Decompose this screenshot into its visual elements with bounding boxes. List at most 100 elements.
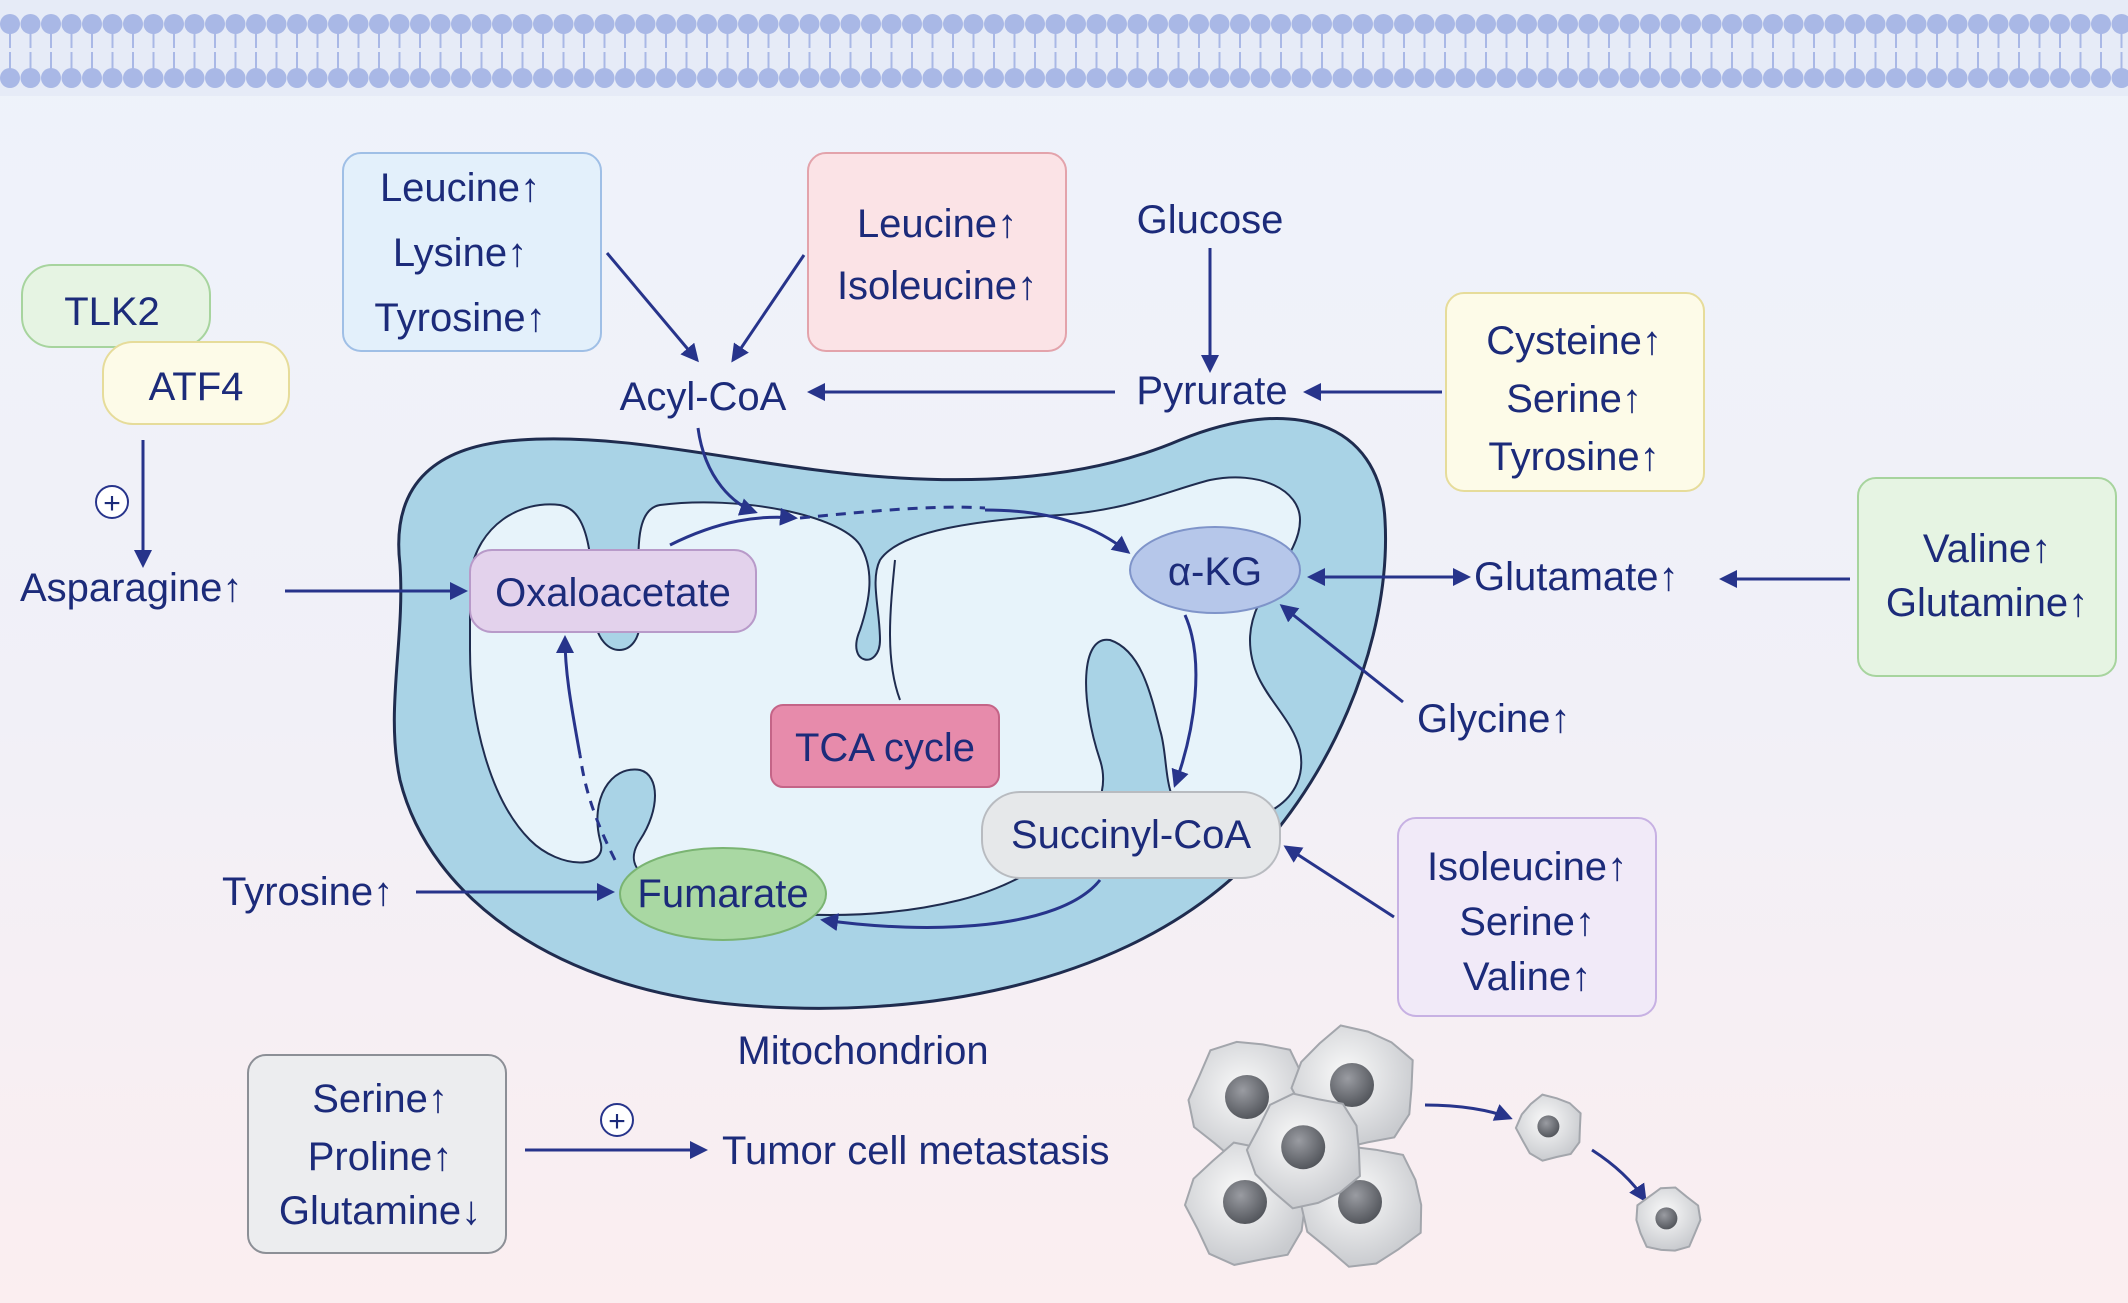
lipid-head <box>1517 14 1537 34</box>
lipid-head <box>1189 14 1209 34</box>
lipid-head <box>1701 68 1722 88</box>
arrows <box>134 248 1850 1203</box>
lipid-head <box>943 68 963 88</box>
lipid-head <box>1476 68 1496 88</box>
lipid-head <box>1271 14 1291 34</box>
lipid-head <box>1004 68 1025 88</box>
lipid-head <box>0 68 20 88</box>
lipid-head <box>1127 14 1148 34</box>
lipid-head <box>246 68 266 88</box>
lipid-head <box>840 68 861 88</box>
lipid-head <box>102 68 123 88</box>
lipid-head <box>656 68 676 88</box>
lipid-head <box>348 14 369 34</box>
tlk2-node: TLK2 <box>21 264 211 348</box>
lipid-head <box>2029 68 2050 88</box>
lipid-head <box>861 68 881 88</box>
lipid-head <box>1025 14 1045 34</box>
lipid-head <box>1537 14 1558 34</box>
svg-text:Leucine↑: Leucine↑ <box>857 202 1017 246</box>
lipid-head <box>1250 68 1271 88</box>
lipid-head <box>656 14 676 34</box>
lipid-head <box>307 68 328 88</box>
lipid-head <box>1271 68 1291 88</box>
lipid-head <box>902 14 922 34</box>
lipid-head <box>1394 68 1414 88</box>
cell-membrane <box>0 0 2128 96</box>
metastasis-label: Tumor cell metastasis <box>722 1129 1110 1173</box>
lipid-head <box>1291 68 1312 88</box>
box-purple: Isoleucine↑ Serine↑ Valine↑ <box>1397 817 1657 1017</box>
lipid-head <box>1189 68 1209 88</box>
lipid-head <box>594 14 615 34</box>
arrow-purple-to-succinyl <box>1283 845 1395 919</box>
atf4-node: ATF4 <box>102 341 290 425</box>
lipid-head <box>1968 68 1988 88</box>
lipid-head <box>1168 14 1189 34</box>
lipid-head <box>799 14 820 34</box>
lipid-head <box>82 68 102 88</box>
lipid-head <box>102 14 123 34</box>
lipid-head <box>61 68 82 88</box>
lipid-head <box>41 68 61 88</box>
lipid-head <box>389 14 410 34</box>
svg-text:Succinyl-CoA: Succinyl-CoA <box>1011 813 1251 857</box>
lipid-head <box>1517 68 1537 88</box>
lipid-head <box>676 68 697 88</box>
lipid-head <box>82 14 102 34</box>
lipid-head <box>184 68 205 88</box>
lipid-head <box>184 14 205 34</box>
lipid-head <box>1414 14 1435 34</box>
lipid-head <box>1640 14 1660 34</box>
lipid-head <box>225 14 246 34</box>
lipid-head <box>123 68 143 88</box>
lipid-head <box>594 68 615 88</box>
lipid-head <box>758 68 779 88</box>
lipid-head <box>451 68 471 88</box>
lipid-head <box>738 14 758 34</box>
asparagine-label: Asparagine↑ <box>20 566 242 610</box>
lipid-head <box>615 14 635 34</box>
svg-text:Lysine↑: Lysine↑ <box>393 231 527 275</box>
lipid-head <box>1558 68 1578 88</box>
lipid-head <box>20 68 41 88</box>
lipid-head <box>1927 68 1947 88</box>
svg-text:ATF4: ATF4 <box>149 365 244 409</box>
lipid-head <box>984 14 1004 34</box>
lipid-head <box>512 14 533 34</box>
svg-text:Glutamine↓: Glutamine↓ <box>279 1189 481 1233</box>
lipid-head <box>533 14 553 34</box>
lipid-head <box>1373 14 1394 34</box>
svg-text:Valine↑: Valine↑ <box>1923 527 2051 571</box>
lipid-head <box>143 68 164 88</box>
lipid-head <box>410 68 430 88</box>
box-red: Leucine↑ Isoleucine↑ <box>807 152 1067 352</box>
lipid-head <box>205 68 225 88</box>
lipid-head <box>697 14 717 34</box>
arrow-fumarate-up-dashed <box>578 754 617 861</box>
lipid-head <box>1824 14 1845 34</box>
lipid-head <box>1496 14 1517 34</box>
tyrosine-label: Tyrosine↑ <box>222 870 393 914</box>
lipid-head <box>861 14 881 34</box>
arrow-blue-to-acyl <box>605 252 699 363</box>
lipid-head <box>2091 68 2111 88</box>
arrow-tca-dashed <box>799 505 986 520</box>
lipid-head <box>164 68 184 88</box>
lipid-head <box>1783 14 1804 34</box>
lipid-head <box>1804 68 1824 88</box>
tumor-cell <box>1514 1093 1582 1162</box>
lipid-head <box>1332 68 1353 88</box>
lipid-head <box>1435 14 1455 34</box>
lipid-head <box>123 14 143 34</box>
tumor-cell-nucleus <box>1537 1115 1560 1138</box>
lipid-head <box>1845 68 1865 88</box>
lipid-head <box>1209 14 1230 34</box>
lipid-head <box>287 14 307 34</box>
svg-text:TLK2: TLK2 <box>64 290 160 334</box>
tumor-cell-cluster <box>1183 1024 1702 1268</box>
lipid-head <box>287 68 307 88</box>
svg-text:Tyrosine↑: Tyrosine↑ <box>374 296 545 340</box>
lipid-head <box>1681 68 1701 88</box>
lipid-head <box>164 14 184 34</box>
